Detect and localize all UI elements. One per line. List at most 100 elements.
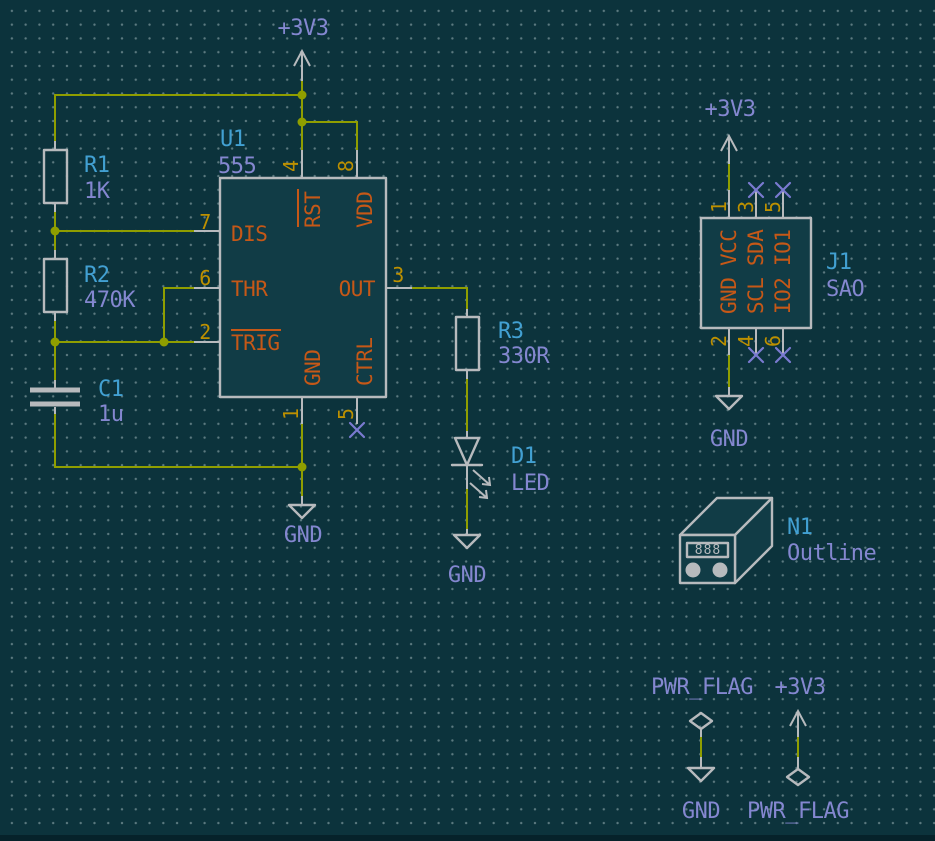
u1-pin-name-out: OUT [339,277,376,301]
u1-pin-name-rst: RST [301,191,325,228]
u1-reference[interactable]: U1 [220,127,246,152]
gnd-triangle-icon [287,503,317,520]
u1-pin-name-thr: THR [231,277,268,301]
junction[interactable] [159,337,169,347]
component-c1[interactable]: C1 1u [30,377,124,427]
gnd-led-label[interactable]: GND [448,563,487,588]
power-gnd-main[interactable]: GND [284,496,323,548]
junction[interactable] [297,90,307,100]
u1-pin-number-5: 5 [334,408,358,420]
u1-pin-number-4: 4 [279,160,303,172]
n1-button-right [712,562,728,578]
u1-pin-number-3: 3 [392,263,404,287]
gnd-flag-label[interactable]: GND [682,799,721,824]
u1-value[interactable]: 555 [218,154,257,179]
power-v33-main[interactable]: +3V3 [278,16,329,81]
pwrflag-gnd-label[interactable]: PWR_FLAG [651,675,753,700]
d1-reference[interactable]: D1 [511,444,537,469]
v33-j1-label[interactable]: +3V3 [705,97,756,122]
j1-reference[interactable]: J1 [826,250,852,275]
j1-pin-number-5: 5 [761,201,785,213]
n1-button-left [685,562,701,578]
component-d1-led[interactable]: D1 LED [450,431,550,500]
no-connect-u1-pin5-icon[interactable] [348,421,366,439]
r1-value[interactable]: 1K [84,179,111,204]
d1-triangle[interactable] [453,436,481,467]
pwr-flag-diamond-icon [688,711,714,731]
component-j1-sao[interactable]: J1 SAO VCC SDA IO1 GND SCL IO2 1 3 5 2 4… [699,190,865,355]
n1-display [685,541,730,559]
j1-pin-name-gnd: GND [717,278,741,314]
j1-pin-name-sda: SDA [744,229,768,266]
j1-pin-number-6: 6 [761,335,785,347]
d1-value[interactable]: LED [511,471,550,496]
component-r1[interactable]: R1 1K [42,141,111,212]
v33-arrow-icon [293,48,311,81]
junction[interactable] [297,462,307,472]
u1-pin-name-trig: TRIG [231,331,280,355]
component-u1-555[interactable]: U1 555 DIS THR TRIG OUT RST VDD GND CTRL… [194,127,412,424]
junctions [50,90,307,472]
u1-pin-name-vdd: VDD [353,192,377,228]
j1-pin-name-vcc: VCC [717,230,741,266]
r2-reference[interactable]: R2 [84,263,110,288]
j1-value[interactable]: SAO [826,277,865,302]
junction[interactable] [50,337,60,347]
gnd-j1-label[interactable]: GND [710,427,749,452]
junction[interactable] [297,117,307,127]
canvas-bottom-edge [0,835,935,841]
component-r3[interactable]: R3 330R [454,309,551,379]
j1-pin-number-2: 2 [707,335,731,347]
j1-pin-number-3: 3 [734,201,758,213]
n1-value[interactable]: Outline [787,541,877,566]
gnd-main-label[interactable]: GND [284,523,323,548]
gnd-triangle-icon [714,394,744,411]
junction[interactable] [50,226,60,236]
wire-c1-to-gnd[interactable] [54,413,303,468]
component-r2[interactable]: R2 470K [42,250,137,321]
wire-top-horizontal[interactable] [54,94,303,142]
power-gnd-led[interactable]: GND [448,529,487,588]
d1-emission-arrows-icon [469,469,492,500]
component-n1-outline[interactable]: 888 N1 Outline [678,496,877,585]
pwrflag-v33-label[interactable]: PWR_FLAG [747,799,849,824]
j1-body[interactable] [699,216,813,330]
r3-body[interactable] [454,315,481,372]
j1-pin-name-scl: SCL [744,278,768,314]
wire-to-pin8[interactable] [301,121,358,151]
u1-pin-number-8: 8 [334,160,358,172]
v33-main-label[interactable]: +3V3 [278,16,329,41]
wires[interactable] [54,80,799,758]
j1-pin-number-1: 1 [707,201,731,213]
power-gnd-j1[interactable]: GND [710,387,749,452]
c1-value[interactable]: 1u [98,402,124,427]
r1-reference[interactable]: R1 [84,153,110,178]
wire-thr-branch[interactable] [163,287,195,343]
u1-pin-number-6: 6 [199,266,211,290]
j1-pin-stubs[interactable] [728,190,784,355]
n1-reference[interactable]: N1 [787,515,813,540]
n1-display-digits: 888 [695,543,721,558]
u1-pin-number-1: 1 [279,408,303,420]
no-connect-j1-icons[interactable] [747,181,792,364]
power-pwrflag-gnd[interactable]: PWR_FLAG GND [651,675,753,824]
gnd-triangle-icon [686,766,716,783]
j1-pin-number-4: 4 [734,335,758,347]
r2-body[interactable] [42,257,69,314]
wire-out-to-r3[interactable] [411,287,468,310]
r1-body[interactable] [42,148,69,205]
pwr-flag-diamond-icon [785,767,811,787]
c1-reference[interactable]: C1 [98,377,124,402]
wire-r2-to-trig[interactable] [54,320,195,343]
v33-flag-label[interactable]: +3V3 [775,675,826,700]
r3-reference[interactable]: R3 [498,319,524,344]
r3-value[interactable]: 330R [498,344,551,369]
power-v33-j1[interactable]: +3V3 [705,97,756,164]
j1-pin-name-io2: IO2 [771,278,795,314]
power-pwrflag-v33[interactable]: +3V3 PWR_FLAG [747,675,849,824]
u1-pin-stubs[interactable] [194,150,412,424]
gnd-triangle-icon [452,533,482,550]
wire-r1-to-pin7[interactable] [54,211,195,232]
r2-value[interactable]: 470K [84,288,137,313]
